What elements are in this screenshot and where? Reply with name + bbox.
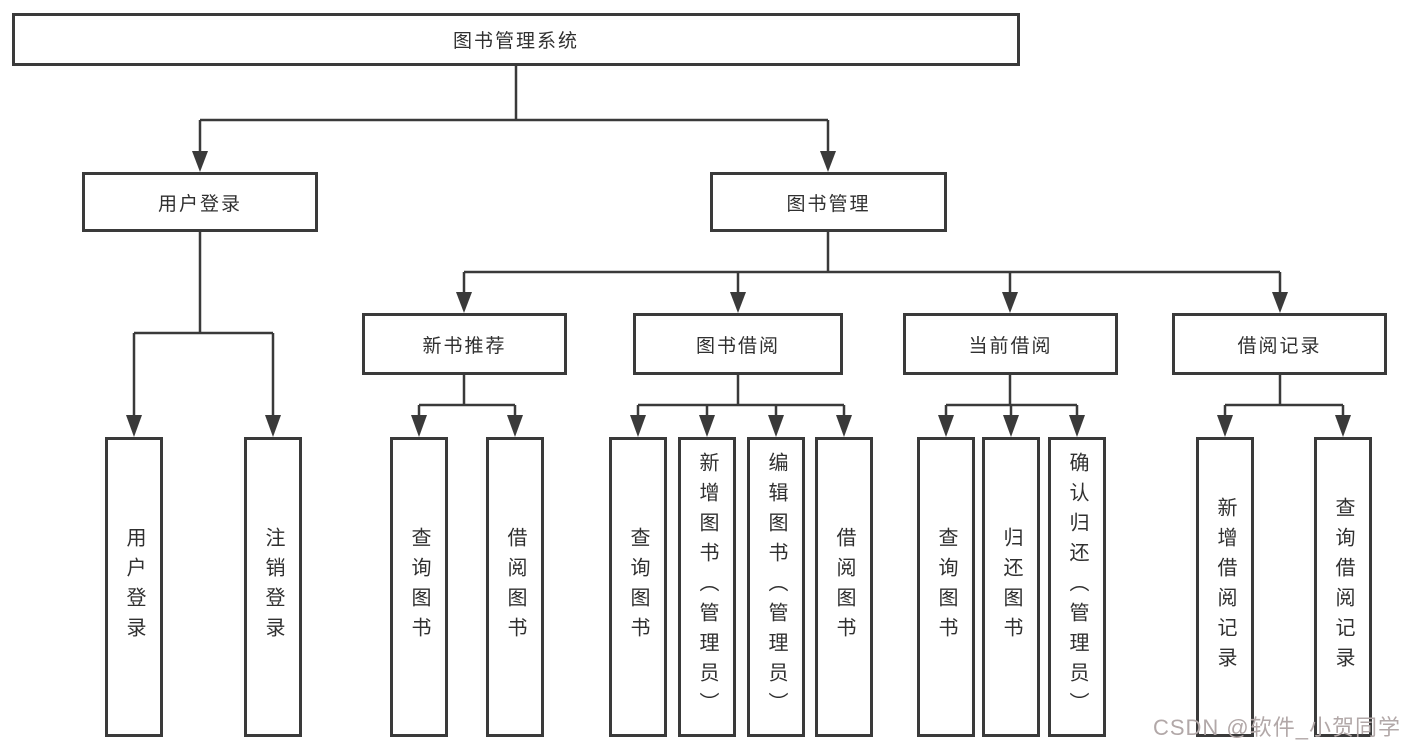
connector-manage-children <box>456 232 1288 313</box>
node-query-books-current: 查询图书 <box>917 437 975 737</box>
node-user-login-leaf: 用户登录 <box>105 437 163 737</box>
node-book-management: 图书管理 <box>710 172 947 232</box>
node-edit-books-admin: 编辑图书（管理员） <box>747 437 805 737</box>
node-return-books: 归还图书 <box>982 437 1040 737</box>
csdn-watermark: CSDN @软件_小贺同学 <box>1152 715 1401 740</box>
node-new-book-recommend: 新书推荐 <box>362 313 567 375</box>
connector-login-children <box>126 232 281 437</box>
node-borrowing-records: 借阅记录 <box>1172 313 1387 375</box>
connector-current-children <box>938 375 1085 437</box>
node-borrow-books-leaf: 借阅图书 <box>815 437 873 737</box>
node-add-books-admin: 新增图书（管理员） <box>678 437 736 737</box>
connector-recommend-children <box>411 375 523 437</box>
node-confirm-return-admin: 确认归还（管理员） <box>1048 437 1106 737</box>
node-query-books-borrow: 查询图书 <box>609 437 667 737</box>
node-add-borrow-record: 新增借阅记录 <box>1196 437 1254 737</box>
node-query-books-recommend: 查询图书 <box>390 437 448 737</box>
node-book-borrowing: 图书借阅 <box>633 313 843 375</box>
node-book-management-system: 图书管理系统 <box>12 13 1020 66</box>
node-user-login: 用户登录 <box>82 172 318 232</box>
node-borrow-books-recommend: 借阅图书 <box>486 437 544 737</box>
connector-root-to-level2 <box>192 66 836 172</box>
node-logout-leaf: 注销登录 <box>244 437 302 737</box>
connector-records-children <box>1217 375 1351 437</box>
node-current-borrowing: 当前借阅 <box>903 313 1118 375</box>
node-query-borrow-record: 查询借阅记录 <box>1314 437 1372 737</box>
connector-borrow-children <box>630 375 852 437</box>
